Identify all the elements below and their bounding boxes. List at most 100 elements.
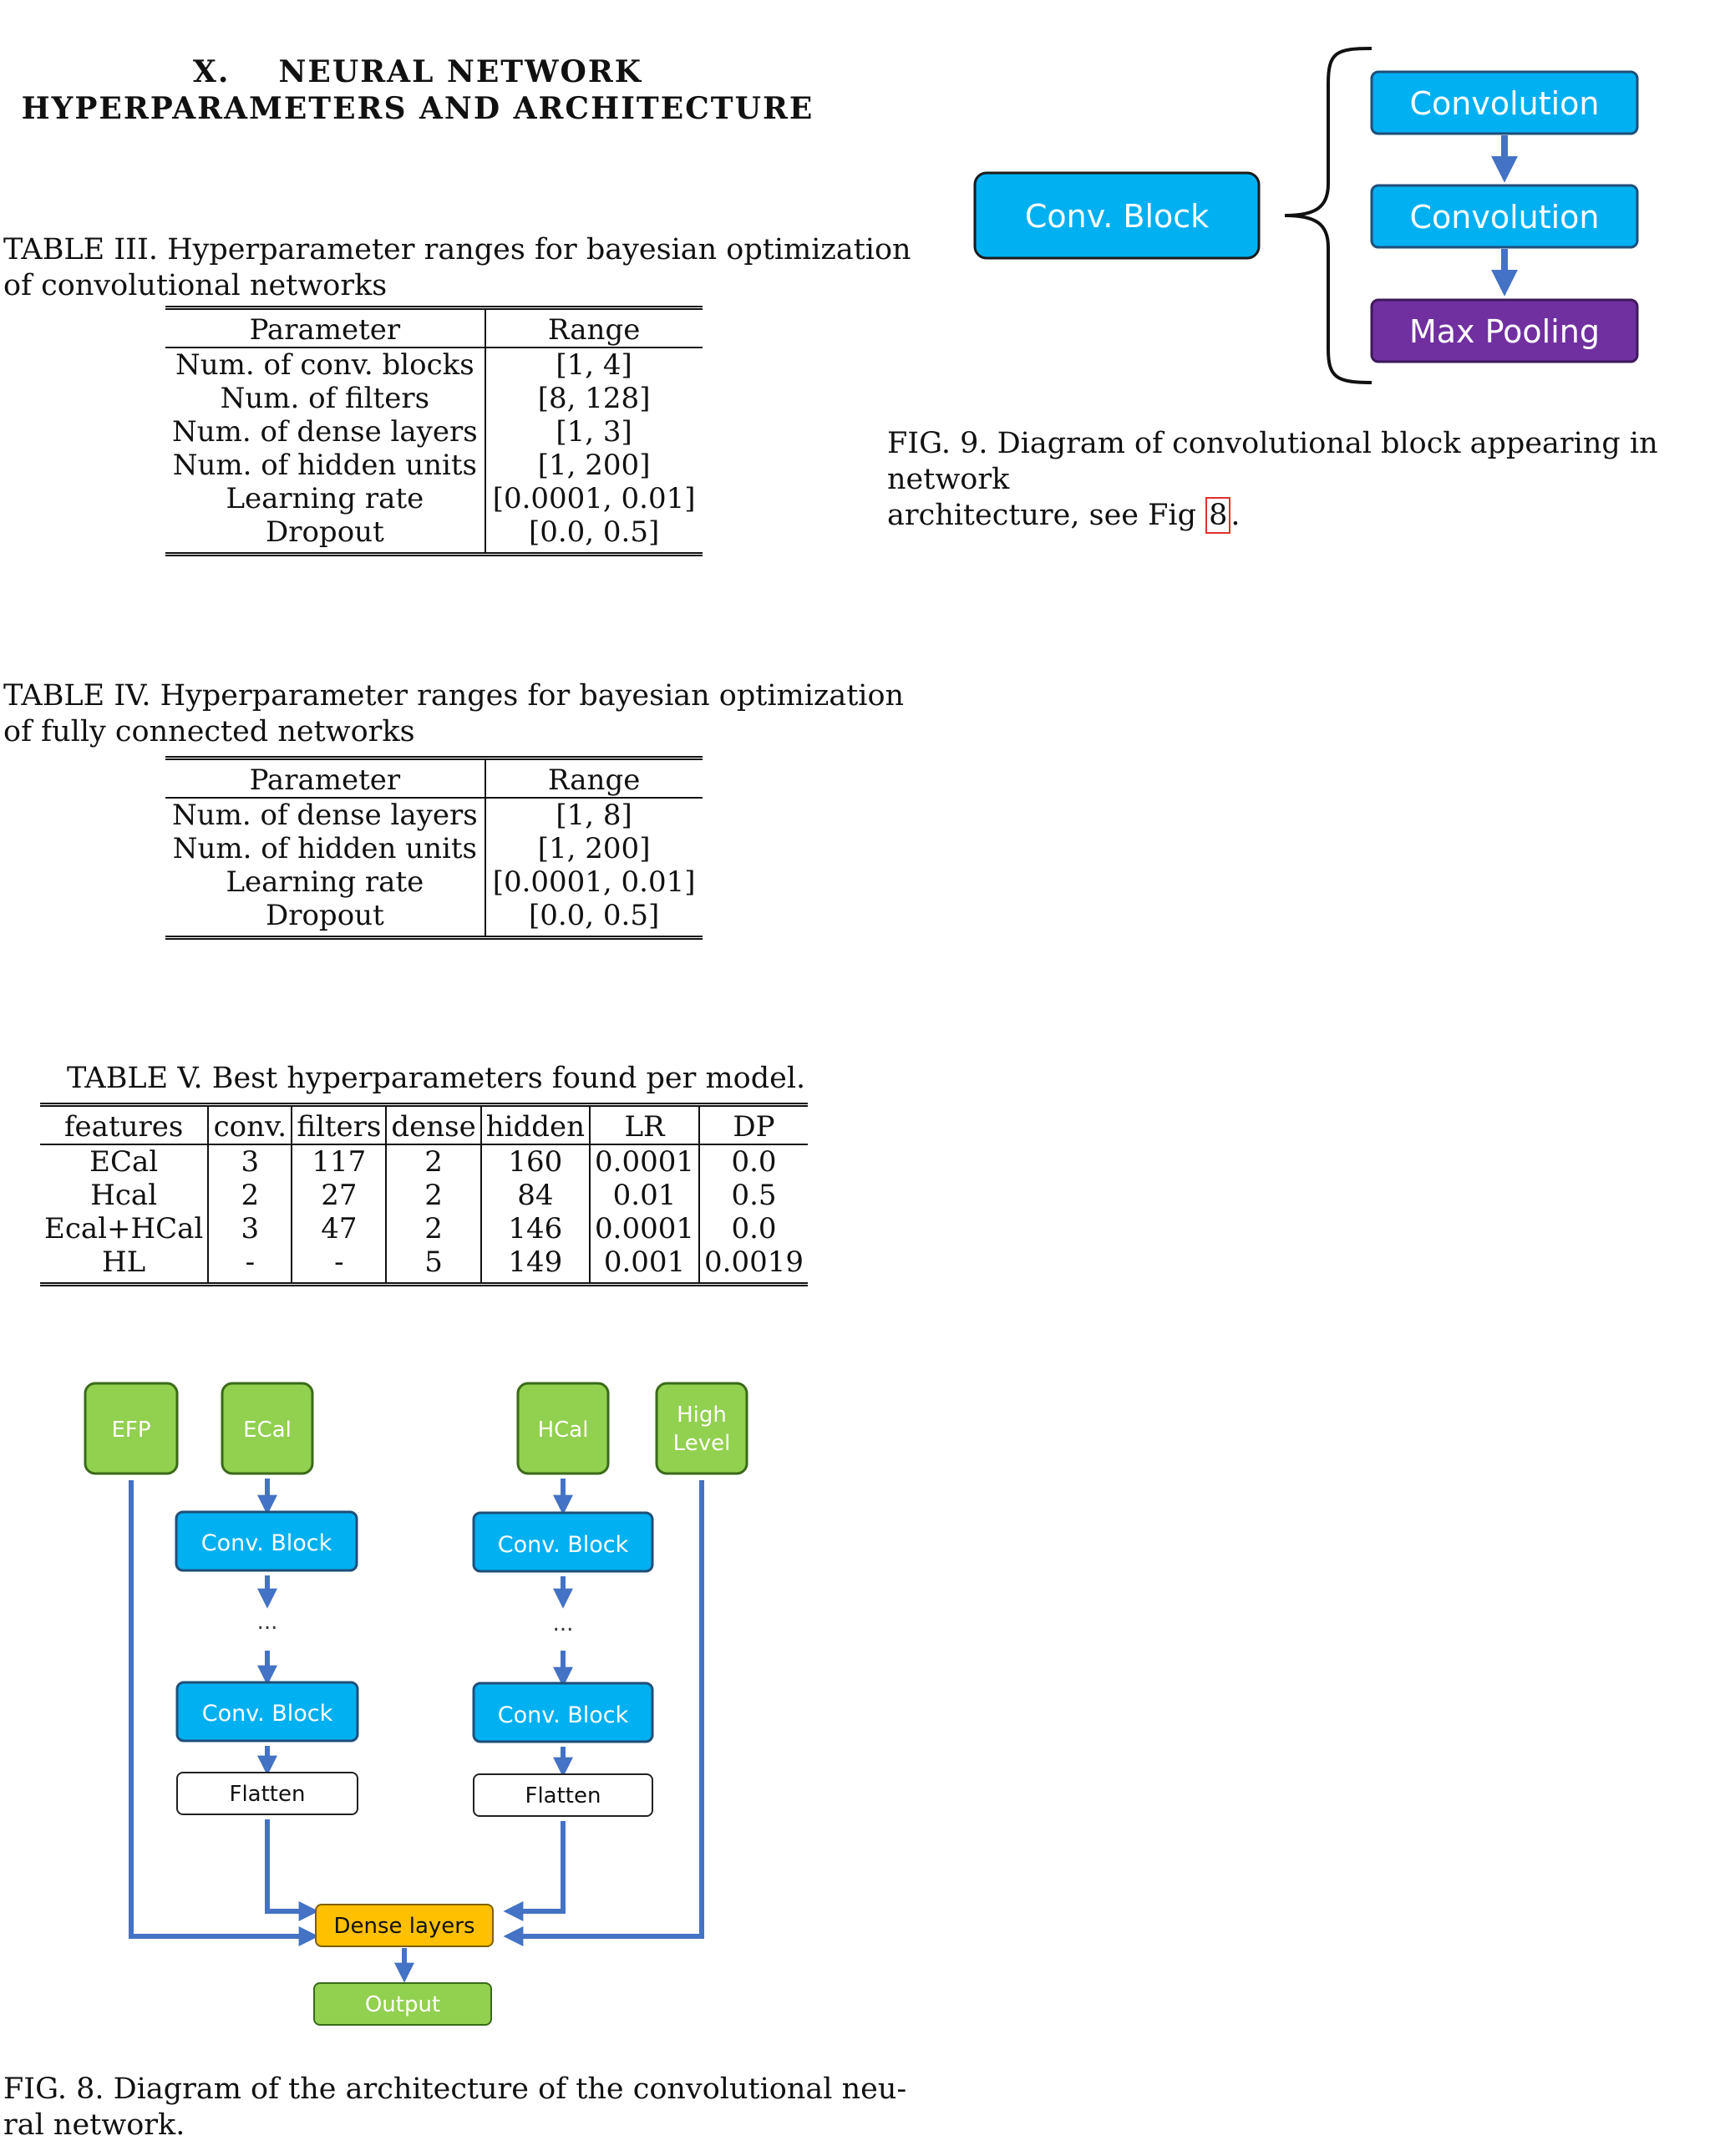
fig9-caption-line2: architecture, see Fig 8. bbox=[887, 497, 1720, 534]
section-title-line1: NEURAL NETWORK bbox=[278, 54, 643, 89]
table5-header: filters bbox=[292, 1103, 388, 1145]
table-cell: ECal bbox=[40, 1144, 210, 1179]
table-cell: 0.0001 bbox=[590, 1212, 701, 1245]
flatten-label: Flatten bbox=[525, 1783, 601, 1809]
table-cell: - bbox=[292, 1245, 388, 1286]
hcal-node: HCal bbox=[516, 1382, 610, 1475]
table3-caption-line2: of convolutional networks bbox=[3, 269, 388, 302]
table-cell: 2 bbox=[208, 1179, 293, 1212]
fig9-max-pooling-node: Max Pooling bbox=[1370, 298, 1639, 363]
table-cell: Num. of hidden units bbox=[165, 449, 486, 482]
table-cell: 0.0001 bbox=[590, 1144, 701, 1179]
fig9-caption-line1: FIG. 9. Diagram of convolutional block a… bbox=[887, 427, 1658, 496]
table-row: Dropout[0.0, 0.5] bbox=[165, 899, 703, 940]
ecal-conv-block-1: Conv. Block bbox=[175, 1510, 358, 1572]
table-cell: Num. of dense layers bbox=[165, 798, 486, 832]
table-cell: [0.0, 0.5] bbox=[485, 899, 703, 940]
table-cell: 0.001 bbox=[590, 1245, 701, 1286]
fig9-conv-block-node: Conv. Block bbox=[973, 171, 1261, 260]
table-cell: Ecal+HCal bbox=[40, 1212, 210, 1245]
table3-caption: TABLE III. Hyperparameter ranges for bay… bbox=[3, 232, 911, 304]
table5-header: conv. bbox=[208, 1103, 293, 1145]
table5-header: hidden bbox=[480, 1103, 591, 1145]
table5-caption: TABLE V. Best hyperparameters found per … bbox=[67, 1062, 806, 1095]
fig9-conv-block-diagram: Conv. Block Convolution Convolution Max … bbox=[973, 47, 1639, 384]
table-row: Num. of hidden units [1, 200] bbox=[165, 832, 703, 865]
table-cell: 27 bbox=[292, 1179, 388, 1212]
fig9-conv-block-label: Conv. Block bbox=[1025, 198, 1209, 235]
fig8-reference-link[interactable]: 8 bbox=[1205, 497, 1231, 534]
table-cell: Num. of conv. blocks bbox=[165, 347, 486, 382]
fig9-caption-prefix: architecture, see Fig bbox=[887, 499, 1206, 532]
fig8-output: Output bbox=[313, 1982, 492, 2026]
table5-header: LR bbox=[590, 1103, 701, 1145]
arrow bbox=[503, 1480, 704, 1946]
table3-header-parameter: Parameter bbox=[165, 306, 486, 348]
hcal-flatten: Flatten bbox=[473, 1773, 653, 1817]
fig9-caption: FIG. 9. Diagram of convolutional block a… bbox=[887, 426, 1720, 534]
high-level-label-2: Level bbox=[673, 1431, 731, 1456]
table-cell: [1, 4] bbox=[556, 348, 632, 382]
fig9-convolution-node-1: Convolution bbox=[1370, 70, 1639, 135]
table-cell: Dropout bbox=[165, 515, 486, 556]
arrow bbox=[265, 1819, 319, 1921]
table-cell: [1, 200] bbox=[537, 832, 651, 865]
ecal-node: ECal bbox=[221, 1382, 314, 1475]
max-pooling-label: Max Pooling bbox=[1409, 313, 1600, 350]
ecal-label: ECal bbox=[243, 1418, 292, 1443]
ecal-flatten: Flatten bbox=[176, 1772, 358, 1815]
table-cell: Num. of dense layers bbox=[165, 415, 486, 449]
table5-header: features bbox=[40, 1103, 210, 1145]
table-cell: [0.0, 0.5] bbox=[485, 515, 703, 556]
dense-layers-node: Dense layers bbox=[315, 1904, 494, 1947]
fig9-caption-suffix: . bbox=[1230, 499, 1241, 532]
ecal-ellipsis: ... bbox=[257, 1610, 278, 1635]
table-row: Learning rate[0.0001, 0.01] bbox=[165, 482, 703, 515]
table-cell: HL bbox=[40, 1245, 210, 1286]
fig9-convolution-node-2: Convolution bbox=[1370, 184, 1639, 249]
table-cell: [1, 200] bbox=[537, 449, 651, 482]
table-cell: - bbox=[208, 1245, 293, 1286]
table-cell: Num. of hidden units bbox=[165, 832, 486, 865]
fig8-caption-line2: ral network. bbox=[3, 2108, 185, 2142]
table-cell: Dropout bbox=[165, 899, 486, 940]
hcal-label: HCal bbox=[538, 1418, 589, 1443]
table-row: Num. of filters[8, 128] bbox=[165, 382, 703, 415]
table-cell: [1, 3] bbox=[556, 415, 632, 449]
curly-brace bbox=[1284, 47, 1372, 384]
table-row: Learning rate[0.0001, 0.01] bbox=[165, 865, 703, 899]
table-cell: 3 bbox=[208, 1212, 293, 1245]
table-cell: 47 bbox=[292, 1212, 388, 1245]
conv-block-label: Conv. Block bbox=[498, 1532, 629, 1558]
table5-header: DP bbox=[699, 1103, 808, 1145]
table5: features conv. filters dense hidden LR D… bbox=[40, 1103, 808, 1286]
ecal-conv-block-2: Conv. Block bbox=[175, 1681, 359, 1743]
output-node: Output bbox=[313, 1982, 492, 2026]
table-cell: Num. of filters bbox=[165, 382, 486, 415]
arrow bbox=[129, 1480, 319, 1946]
table-cell: 84 bbox=[480, 1179, 591, 1212]
table5-header: dense bbox=[386, 1103, 482, 1145]
table4: Parameter Range Num. of dense layers[1, … bbox=[165, 756, 703, 940]
table-row: Num. of hidden units [1, 200] bbox=[165, 449, 703, 482]
dense-layers-label: Dense layers bbox=[333, 1914, 474, 1939]
table4-caption: TABLE IV. Hyperparameter ranges for baye… bbox=[3, 678, 904, 750]
conv-block-label: Conv. Block bbox=[498, 1702, 629, 1728]
table-cell: 160 bbox=[480, 1144, 591, 1179]
table3: Parameter Range Num. of conv. blocks[1, … bbox=[165, 306, 703, 556]
high-level-label-1: High bbox=[677, 1403, 727, 1428]
table-cell: Learning rate bbox=[165, 865, 486, 899]
table-row: Dropout[0.0, 0.5] bbox=[165, 515, 703, 556]
convolution-label: Convolution bbox=[1409, 85, 1599, 122]
table-cell: 3 bbox=[208, 1144, 293, 1179]
table-cell: 2 bbox=[386, 1179, 482, 1212]
efp-node: EFP bbox=[84, 1382, 179, 1475]
section-heading: X. NEURAL NETWORK HYPERPARAMETERS AND AR… bbox=[0, 53, 835, 127]
table-cell: 0.01 bbox=[590, 1179, 701, 1212]
table-cell: 2 bbox=[386, 1144, 482, 1179]
table-cell: 2 bbox=[386, 1212, 482, 1245]
table-cell: 0.5 bbox=[731, 1179, 777, 1212]
